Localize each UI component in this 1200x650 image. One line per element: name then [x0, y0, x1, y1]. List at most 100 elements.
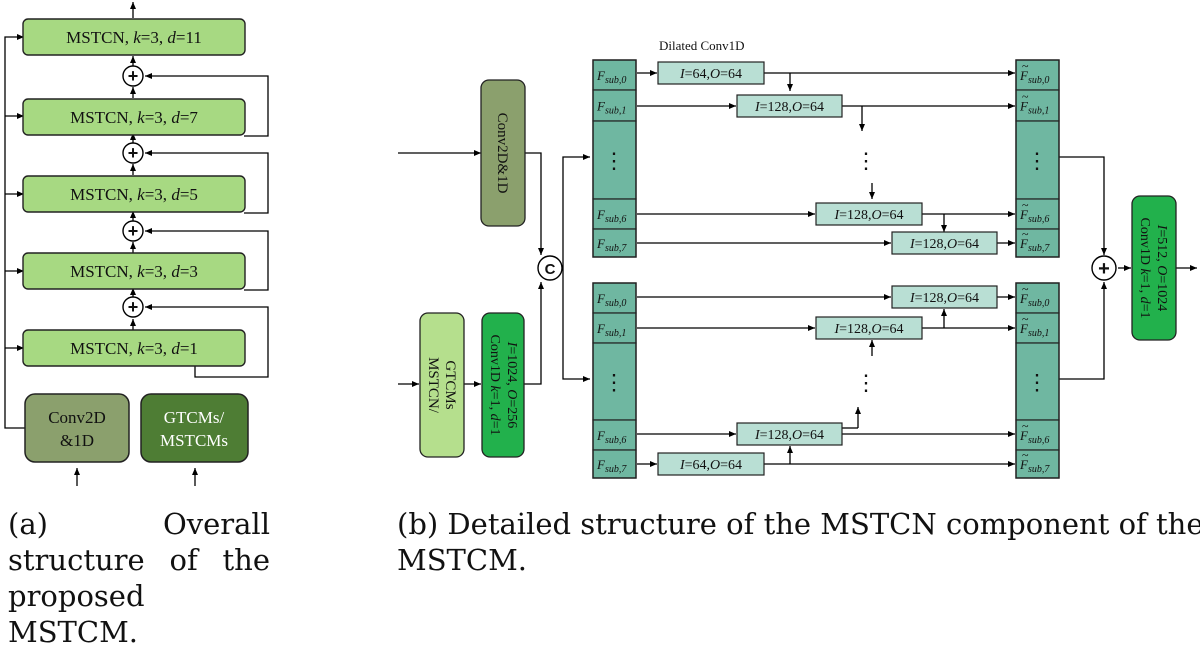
- tilde-mark: ~: [1022, 312, 1029, 326]
- bottom-input-cell: [592, 312, 637, 344]
- conv2d-1d-label: Conv2D&1D: [494, 113, 510, 194]
- dilated-conv-label: I=128,O=64: [909, 237, 979, 252]
- bottom-output-cell: [1015, 449, 1060, 479]
- tilde-mark: ~: [1022, 448, 1029, 462]
- tilde-mark: ~: [1022, 198, 1029, 212]
- top-output-label: Fsub,0: [1019, 68, 1049, 86]
- bottom-output-label: Fsub,0: [1019, 291, 1049, 309]
- dilated-conv-box: I=128,O=64: [815, 316, 923, 340]
- dilated-conv-box: I=128,O=64: [891, 231, 998, 255]
- top-input-label: Fsub,7: [596, 236, 627, 254]
- mstcn-block-label: MSTCN, k=3, d=3: [70, 262, 198, 281]
- feature-columns: Fsub,0Fsub,1Fsub,6Fsub,7⋮~Fsub,0~Fsub,1~…: [592, 59, 1060, 479]
- top-input-label: Fsub,0: [596, 68, 626, 86]
- mstcn-block: MSTCN, k=3, d=7: [22, 98, 246, 136]
- column-ellipsis: ⋮: [1026, 370, 1048, 395]
- add-symbol: +: [128, 221, 139, 241]
- top-output-column: ~Fsub,0~Fsub,1~Fsub,6~Fsub,7⋮: [1015, 59, 1060, 258]
- add-symbol: +: [128, 66, 139, 86]
- top-input-label: Fsub,6: [596, 207, 626, 225]
- top-output-cell: [1015, 120, 1060, 200]
- add-node: +: [122, 220, 144, 242]
- ellipsis-bottom: ⋮: [855, 370, 877, 395]
- caption-b-line2: MSTCM.: [397, 543, 528, 577]
- top-output-label: Fsub,1: [1019, 99, 1049, 117]
- tilde-mark: ~: [1022, 419, 1029, 433]
- conv1d-output-line1: Conv1D k=1, d=1: [1137, 218, 1152, 319]
- dilated-conv-box: I=128,O=64: [891, 285, 998, 309]
- panel-a: [4, 2, 269, 486]
- mstcn-gtcms-box: MSTCN/ GTCMs: [419, 312, 465, 458]
- caption-b-line1: (b) Detailed structure of the MSTCN comp…: [397, 507, 1200, 541]
- bottom-output-label: Fsub,1: [1019, 321, 1049, 339]
- dilated-conv-box: I=64,O=64: [657, 61, 765, 85]
- add-node: +: [122, 142, 144, 164]
- mstcn-block: MSTCN, k=3, d=3: [22, 252, 246, 290]
- tilde-mark: ~: [1022, 227, 1029, 241]
- add-symbol: +: [128, 297, 139, 317]
- conv2d-label-line1: Conv2D: [48, 408, 106, 427]
- dilated-conv-label: I=128,O=64: [754, 428, 824, 443]
- bottom-output-column: ~Fsub,0~Fsub,1~Fsub,6~Fsub,7⋮: [1015, 282, 1060, 479]
- tilde-mark: ~: [1022, 90, 1029, 104]
- dilated-conv-box: I=128,O=64: [736, 422, 843, 446]
- column-ellipsis: ⋮: [603, 370, 625, 395]
- dilated-conv-boxes: I=64,O=64I=128,O=64I=128,O=64I=128,O=64I…: [657, 61, 998, 476]
- conv1d-output-line2: I=512, O=1024: [1154, 224, 1169, 312]
- mstcn-block: MSTCN, k=3, d=11: [22, 18, 246, 56]
- dilated-conv-label: I=64,O=64: [679, 67, 742, 82]
- dilated-conv-box: I=128,O=64: [736, 94, 843, 118]
- panel-b-lines: [398, 70, 1197, 467]
- mstcn-block-label: MSTCN, k=3, d=5: [70, 185, 198, 204]
- mstcn-gtcms-label-line1: MSTCN/: [425, 357, 441, 414]
- caption-a: (a) Overall structure of the proposed MS…: [8, 507, 270, 649]
- bottom-output-label: Fsub,7: [1019, 457, 1050, 475]
- add-node: +: [122, 65, 144, 87]
- bottom-input-label: Fsub,7: [596, 457, 627, 475]
- dilated-conv1d-label: Dilated Conv1D: [659, 38, 745, 53]
- bottom-input-label: Fsub,6: [596, 428, 626, 446]
- dilated-conv-label: I=128,O=64: [833, 322, 903, 337]
- concat-node: C: [537, 255, 563, 281]
- bottom-input-cell: [592, 449, 637, 479]
- caption-b: (b) Detailed structure of the MSTCN comp…: [397, 506, 1200, 578]
- mstcn-block-label: MSTCN, k=3, d=7: [70, 108, 198, 127]
- sum-node: +: [1091, 255, 1117, 281]
- gtcms-label-line1: GTCMs/: [164, 408, 225, 427]
- bottom-output-label: Fsub,6: [1019, 428, 1049, 446]
- conv1d-reduce-line2: I=1024, O=256: [504, 341, 519, 429]
- mstcn-gtcms-label-line2: GTCMs: [442, 360, 458, 409]
- column-ellipsis: ⋮: [1026, 148, 1048, 173]
- conv2d-1d-box: Conv2D&1D: [480, 79, 526, 227]
- dilated-conv-label: I=128,O=64: [909, 291, 979, 306]
- conv2d-label-line2: &1D: [60, 431, 94, 450]
- conv1d-reduce-box: Conv1D k=1, d=1 I=1024, O=256: [481, 312, 525, 458]
- mstcn-block: MSTCN, k=3, d=1: [22, 329, 246, 367]
- sum-symbol: +: [1098, 258, 1110, 280]
- add-symbol: +: [128, 143, 139, 163]
- conv2d-1d-block: Conv2D &1D: [24, 393, 130, 463]
- dilated-conv-label: I=128,O=64: [833, 208, 903, 223]
- top-output-cell: [1015, 228, 1060, 258]
- gtcms-mstcms-block: GTCMs/ MSTCMs: [140, 393, 249, 463]
- bottom-input-label: Fsub,0: [596, 291, 626, 309]
- dilated-conv-box: I=128,O=64: [815, 202, 923, 226]
- mstcn-block-label: MSTCN, k=3, d=1: [70, 339, 198, 358]
- concat-symbol: C: [545, 261, 556, 278]
- dilated-conv-label: I=64,O=64: [679, 458, 742, 473]
- top-output-label: Fsub,6: [1019, 207, 1049, 225]
- conv1d-reduce-line1: Conv1D k=1, d=1: [487, 335, 502, 436]
- mstcn-block: MSTCN, k=3, d=5: [22, 175, 246, 213]
- column-ellipsis: ⋮: [603, 148, 625, 173]
- dilated-conv-label: I=128,O=64: [754, 100, 824, 115]
- bottom-input-label: Fsub,1: [596, 321, 626, 339]
- mstcn-block-label: MSTCN, k=3, d=11: [66, 28, 202, 47]
- top-output-label: Fsub,7: [1019, 236, 1050, 254]
- top-input-label: Fsub,1: [596, 99, 626, 117]
- add-node: +: [122, 296, 144, 318]
- conv1d-output-box: Conv1D k=1, d=1 I=512, O=1024: [1131, 195, 1177, 341]
